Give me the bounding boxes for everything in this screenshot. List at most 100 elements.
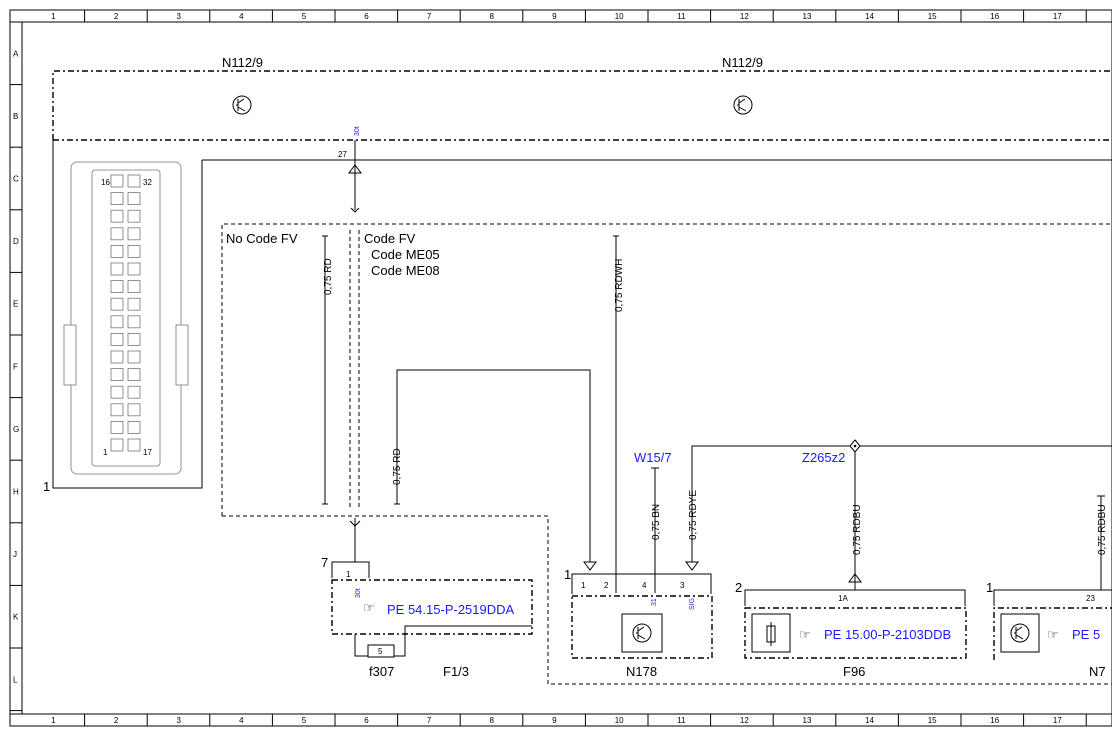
f96-label: F96 [843,664,865,679]
wire-rdye [691,445,1112,562]
n7-label: N7 [1089,664,1106,679]
n7-pin-box [993,589,1112,606]
plug-arrow-icon [348,164,362,174]
column-number: 10 [615,12,624,21]
transistor-icon [632,623,652,643]
n178-pin-p3: 3 [680,581,685,590]
column-number: 3 [177,12,182,21]
connector-cavity [110,350,124,364]
connector-cavity [110,403,124,417]
connector-cavity [110,192,124,206]
n7-pin-1: 1 [986,580,993,595]
connector-cavity [110,438,124,452]
plug-arrow-icon [848,573,862,583]
ref-pe-54[interactable]: PE 54.15-P-2519DDA [387,602,515,617]
wire-label-rdbu-2: 0,75 RDBU [1097,504,1108,555]
wire-label-rdye: 0,75 RDYE [688,490,699,540]
row-letter: K [13,613,19,622]
code-me05-label: Code ME05 [371,247,440,262]
connector-cavity [127,244,141,258]
row-letter: L [13,675,18,684]
n178-pin-sig: SIG [689,598,696,610]
connector-cavity [127,209,141,223]
row-letter: A [13,49,19,58]
reference-hand-icon: ☞ [1047,627,1059,642]
column-number: 16 [990,716,999,725]
connector-cavity [127,420,141,434]
conn-pin-16: 16 [101,178,110,187]
connector-cavity [127,350,141,364]
conn-pin-32: 32 [143,178,152,187]
column-number: 6 [364,12,369,21]
ref-pe-5[interactable]: PE 5 [1072,627,1100,642]
connector-cavity [127,280,141,294]
row-letter: C [13,175,19,184]
connector-cavity [127,332,141,346]
connector-cavity [127,438,141,452]
fuse-pin-30t: 30t [355,588,362,598]
n112-label-left: N112/9 [222,55,263,70]
column-number: 12 [740,716,749,725]
connector-cavity [110,227,124,241]
ref-pe-15[interactable]: PE 15.00-P-2103DDB [824,627,951,642]
row-letter: F [13,362,18,371]
top-ruler [9,9,1112,23]
row-letter: D [13,237,19,246]
f1-3-module [331,579,533,635]
fuse-pin-1: 1 [346,570,351,579]
plug-arrow-icon [685,561,699,571]
n178-symbol-box [621,613,663,653]
connector-cavity [110,368,124,382]
connector-cavity [110,262,124,276]
n178-pin-p4: 4 [642,581,647,590]
code-area-top [221,223,1112,516]
column-number: 14 [865,12,874,21]
column-number: 12 [740,12,749,21]
n178-pin-p1: 1 [581,581,586,590]
connector-cavity [127,315,141,329]
pin-30t: 30t [354,126,361,136]
connector-cavity [127,262,141,276]
wire-label-bn: 0,75 BN [651,504,662,540]
pin-27: 27 [338,150,347,159]
left-ruler [9,21,23,715]
column-number: 7 [427,12,432,21]
column-number: 17 [1053,716,1062,725]
transistor-icon [232,95,252,115]
n178-pin-p2: 2 [604,581,609,590]
column-number: 8 [490,12,495,21]
connector-cavity [110,315,124,329]
wire-fuse-loop [354,625,532,657]
conn-pin-1: 1 [103,448,108,457]
connector-cavity [110,385,124,399]
column-number: 1 [51,12,56,21]
column-ticks: 1122334455667788991010111112121313141415… [51,10,1087,726]
connector-cavity [110,174,124,188]
wire-label-rdbu: 0,75 RDBU [852,504,863,555]
code-divider [349,230,360,510]
n112-module-outline-top [52,70,1112,140]
transistor-icon [1010,623,1030,643]
column-number: 15 [928,12,937,21]
connector-cavity [110,420,124,434]
wire-rd-b [396,369,591,562]
n112-label-right: N112/9 [722,55,763,70]
f96-module [744,607,967,659]
column-number: 11 [677,716,686,725]
wire-label-rd-b: 0,75 RD [392,448,403,485]
column-number: 4 [239,12,244,21]
column-number: 15 [928,716,937,725]
column-number: 14 [865,716,874,725]
column-number: 11 [677,12,686,21]
connector-cavity [127,192,141,206]
connector-cavity [127,385,141,399]
column-number: 8 [490,716,495,725]
row-letter: H [13,488,19,497]
connector-cavity [110,332,124,346]
connector-cavity [110,280,124,294]
pin-7: 7 [321,555,328,570]
f96-pin-2: 2 [735,580,742,595]
column-number: 5 [302,716,307,725]
